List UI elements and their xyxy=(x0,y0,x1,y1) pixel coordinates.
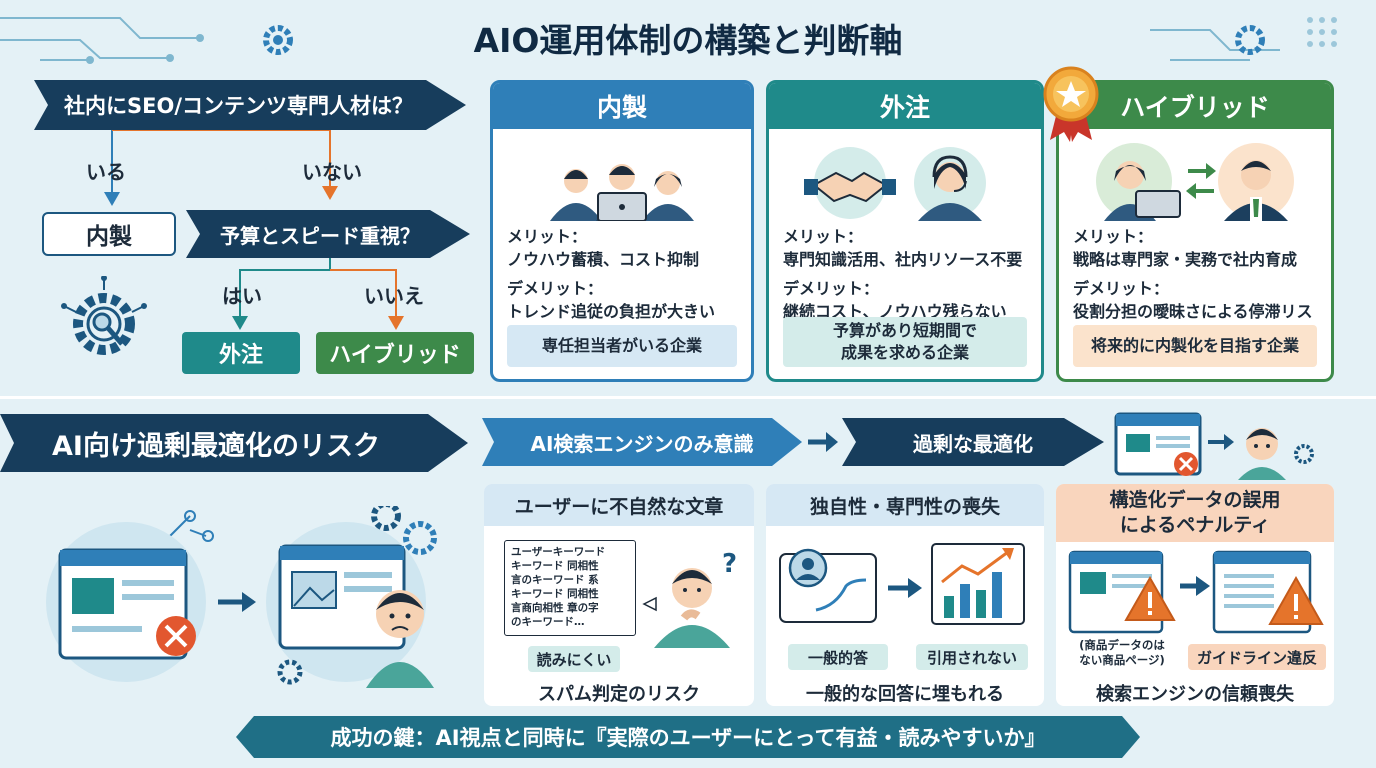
bad-webpage-illustration xyxy=(46,506,437,688)
keyword-text-line: キーワード 同相性 xyxy=(511,588,599,600)
card-title: 外注 xyxy=(769,83,1041,129)
inhouse-team-icon xyxy=(550,164,694,221)
card-hybrid: ハイブリッドメリット：戦略は専門家・実務で社内育成デメリット：役割分担の曖昧さに… xyxy=(1056,80,1334,382)
branch-lines-1 xyxy=(104,130,338,206)
gear-magnifier-icon xyxy=(61,276,147,355)
risk-title-arrow: AI向け過剰最適化のリスク xyxy=(0,414,468,472)
risk-panel-3-caption: 検索エンジンの信頼喪失 xyxy=(1096,684,1294,705)
generic-answer-to-uncited-chart-illustration xyxy=(779,543,1025,625)
risk-panel-3-note: (商品データのは ない商品ページ) xyxy=(1064,638,1180,672)
result-hybrid-label: ハイブリッド xyxy=(329,343,461,368)
merit-label: メリット： xyxy=(783,227,864,246)
keyword-text-line: ユーザーキーワード xyxy=(511,546,606,558)
key-to-success-banner: 成功の鍵：AI視点と同時に『実際のユーザーにとって有益・読みやすいか』 xyxy=(236,716,1140,758)
merit-label: メリット： xyxy=(507,227,588,246)
risk-step-2-label: 過剰な最適化 xyxy=(913,431,1033,456)
risk-panel-1-title: ユーザーに不自然な文章 xyxy=(484,484,754,526)
arrow-right-icon xyxy=(808,432,838,452)
card-outsource: 外注メリット： 専門知識活用、社内リソース不要デメリット： 継続コスト、ノウハウ残ら… xyxy=(766,80,1044,382)
card-fit-target: 専任担当者がいる企業 xyxy=(507,325,737,367)
card-fit-target: 将来的に内製化を目指す企業 xyxy=(1073,325,1317,367)
result-hybrid-box: ハイブリッド xyxy=(316,332,474,374)
question-1: 社内にSEO/コンテンツ専門人材は？ xyxy=(64,94,413,118)
demerit-text: 継続コスト、ノウハウ残らない xyxy=(783,302,1007,321)
svg-text:?: ? xyxy=(722,549,737,579)
keyword-text-line: のキーワード… xyxy=(511,616,585,628)
gear-icon xyxy=(263,25,293,55)
merit-text: 戦略は専門家・実務で社内育成 xyxy=(1073,250,1298,269)
page-title: AIO運用体制の構築と判断軸 xyxy=(473,21,903,60)
question-1-arrow: 社内にSEO/コンテンツ専門人材は？ xyxy=(34,80,466,130)
risk-panel-2-tag-generic: 一般的答 xyxy=(788,644,888,670)
risk-panel-3-tag-guideline: ガイドライン違反 xyxy=(1188,644,1326,670)
demerit-label: デメリット： xyxy=(783,279,880,298)
risk-panel-1-caption: スパム判定のリスク xyxy=(538,684,700,705)
branch-yes-2: はい xyxy=(222,284,262,308)
award-medal-icon xyxy=(1043,66,1099,142)
risk-panel-structured-data-penalty: 構造化データの誤用 によるペナルティ (商品データのは ない商品ページ) ガイド… xyxy=(1056,484,1334,706)
hybrid-collaboration-icon xyxy=(1096,143,1294,221)
risk-step-1: AI検索エンジンのみ意識 xyxy=(482,418,802,466)
risk-step-2: 過剰な最適化 xyxy=(842,418,1104,466)
demerit-label: デメリット： xyxy=(507,279,604,298)
merit-text: ノウハウ蓄積、コスト抑制 xyxy=(507,250,700,269)
risk-title: AI向け過剰最適化のリスク xyxy=(52,430,380,462)
card-inhouse: 内製メリット： ノウハウ蓄積、コスト抑制デメリット： トレンド追従の負担が大きい専任… xyxy=(490,80,754,382)
keyword-text-line: 言商向相性 章の字 xyxy=(511,602,599,614)
key-to-success-text: 成功の鍵：AI視点と同時に『実際のユーザーにとって有益・読みやすいか』 xyxy=(330,726,1046,750)
card-fit-target: 予算があり短期間で 成果を求める企業 xyxy=(783,317,1027,367)
result-inhouse-label: 内製 xyxy=(86,224,132,250)
branch-no-1: いない xyxy=(302,160,362,184)
result-outsource-box: 外注 xyxy=(182,332,300,374)
result-inhouse-box: 内製 xyxy=(42,212,176,256)
risk-panel-1-tag: 読みにくい xyxy=(528,646,620,672)
branch-yes-1: いる xyxy=(86,160,126,184)
question-2-arrow: 予算とスピード重視？ xyxy=(186,210,470,258)
merit-text: 専門知識活用、社内リソース不要 xyxy=(783,250,1023,269)
penalty-warning-illustration xyxy=(1068,550,1324,634)
merit-label: メリット： xyxy=(1073,227,1154,246)
webpage-to-confused-user-illustration xyxy=(1114,412,1314,480)
demerit-label: デメリット： xyxy=(1073,279,1170,298)
question-2: 予算とスピード重視？ xyxy=(220,223,420,248)
risk-panel-2-tag-not-cited: 引用されない xyxy=(916,644,1028,670)
risk-panel-unnatural-text: ユーザーに不自然な文章 ユーザーキーワードキーワード 同相性言のキーワード 系キ… xyxy=(484,484,754,706)
confused-person-icon: ? xyxy=(642,549,737,648)
outsource-handshake-operator-icon xyxy=(804,147,986,221)
risk-step-1-label: AI検索エンジンのみ意識 xyxy=(530,431,754,456)
risk-panel-2-title: 独自性・専門性の喪失 xyxy=(766,484,1044,526)
circuit-decoration xyxy=(0,17,204,64)
keyword-stuffed-text: ユーザーキーワードキーワード 同相性言のキーワード 系キーワード 同相性言商向相… xyxy=(504,540,636,636)
result-outsource-label: 外注 xyxy=(218,343,263,368)
branch-no-2: いいえ xyxy=(364,284,424,308)
keyword-text-line: 言のキーワード 系 xyxy=(511,574,599,586)
card-title: 内製 xyxy=(493,83,751,129)
circuit-decoration-right xyxy=(1150,17,1337,61)
keyword-text-line: キーワード 同相性 xyxy=(511,560,599,572)
demerit-text: トレンド追従の負担が大きい xyxy=(507,302,716,321)
branch-lines-2 xyxy=(232,258,404,330)
risk-panel-3-title: 構造化データの誤用 によるペナルティ xyxy=(1056,484,1334,542)
risk-panel-2-caption: 一般的な回答に埋もれる xyxy=(806,684,1004,705)
risk-panel-loss-of-uniqueness: 独自性・専門性の喪失 一般的答 引用されない 一般的な回答に埋もれる xyxy=(766,484,1044,706)
card-title: ハイブリッド xyxy=(1059,83,1331,129)
